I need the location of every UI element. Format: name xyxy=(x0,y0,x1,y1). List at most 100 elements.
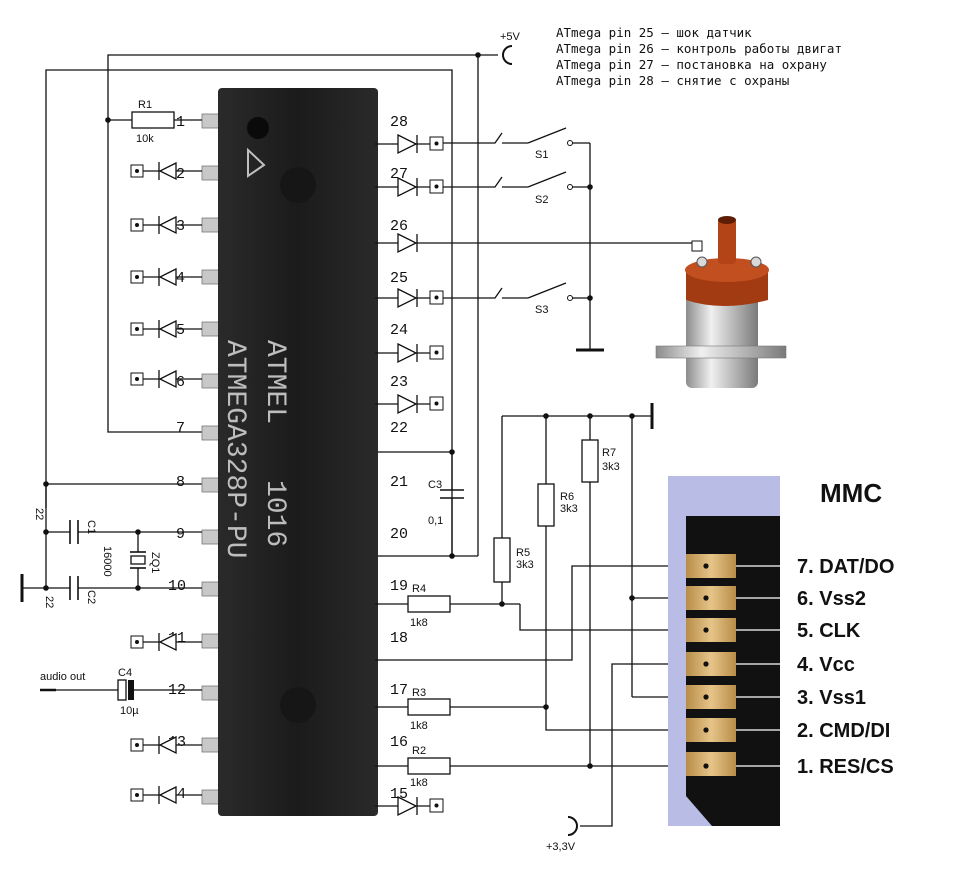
chip-date-code: 1016 xyxy=(259,480,290,547)
diode-pin3 xyxy=(130,215,202,235)
vcc33-label: +3,3V xyxy=(546,841,576,853)
mmc-pin-3: 3. Vss1 xyxy=(797,687,866,709)
pin-number: 1 xyxy=(176,114,185,131)
pin-number: 16 xyxy=(390,734,408,751)
right-pin-numbers: 28 27 26 25 24 23 22 21 20 19 18 17 16 1… xyxy=(390,114,408,803)
oscillator-circuit: C1 22 C2 22 16000 ZQ1 xyxy=(20,484,202,608)
ignition-coil xyxy=(655,216,787,388)
r7-value: 3k3 xyxy=(602,461,620,473)
s3-label: S3 xyxy=(535,304,548,316)
pin-number: 8 xyxy=(176,474,185,491)
c2-value: 22 xyxy=(43,596,55,608)
r2-value: 1k8 xyxy=(410,777,428,789)
mmc-pin-2: 2. CMD/DI xyxy=(797,720,890,742)
c4-label: C4 xyxy=(118,667,132,679)
note-pin25: ATmega pin 25 – шок датчик xyxy=(556,25,752,40)
pin-number: 15 xyxy=(390,786,408,803)
pin-number: 5 xyxy=(176,322,185,339)
mmc-wiring: R5 3k3 R6 3k3 R7 3k3 R4 1k8 R3 1k8 xyxy=(375,403,706,853)
c3-value: 0,1 xyxy=(428,515,443,527)
diode-pin15 xyxy=(375,795,444,817)
notes: ATmega pin 25 – шок датчик ATmega pin 26… xyxy=(556,25,842,88)
mmc-pin-4: 4. Vcc xyxy=(797,654,855,676)
switch-s3: S3 xyxy=(443,282,590,316)
mmc-card: MMC 7. DAT/DO 6. Vss2 5. CLK 4. Vcc 3. V… xyxy=(668,476,894,826)
zq1-label: ZQ1 xyxy=(149,552,161,573)
left-pin-numbers: 1 2 3 4 5 6 7 8 9 10 11 12 13 14 xyxy=(168,114,186,803)
r6-value: 3k3 xyxy=(560,503,578,515)
mmc-title: MMC xyxy=(820,478,882,508)
diode-pin25 xyxy=(375,287,444,309)
r3-label: R3 xyxy=(412,687,426,699)
capacitor-c3: C3 0,1 xyxy=(428,452,464,556)
pin-number: 25 xyxy=(390,270,408,287)
pin-number: 21 xyxy=(390,474,408,491)
s1-label: S1 xyxy=(535,149,548,161)
pin-number: 4 xyxy=(176,270,185,287)
pin-number: 3 xyxy=(176,218,185,235)
left-diodes xyxy=(130,161,202,805)
diode-pin2 xyxy=(130,161,202,181)
c3-label: C3 xyxy=(428,479,442,491)
diode-pin27 xyxy=(375,176,444,198)
r1-label: R1 xyxy=(138,99,152,111)
pin-number: 7 xyxy=(176,420,185,437)
s2-label: S2 xyxy=(535,194,548,206)
pin-number: 18 xyxy=(390,630,408,647)
pin-number: 2 xyxy=(176,166,185,183)
mmc-pin-5: 5. CLK xyxy=(797,620,861,642)
diode-pin11 xyxy=(130,632,202,652)
note-pin28: ATmega pin 28 – снятие с охраны xyxy=(556,73,789,88)
pin-number: 20 xyxy=(390,526,408,543)
chip-brand: ATMEL xyxy=(259,340,290,424)
note-pin27: ATmega pin 27 – постановка на охрану xyxy=(556,57,827,72)
diode-pin4 xyxy=(130,267,202,287)
pin-number: 9 xyxy=(176,526,185,543)
pin-number: 22 xyxy=(390,420,408,437)
diode-pin28 xyxy=(375,133,444,155)
switches: S1 S2 S3 xyxy=(443,127,604,352)
pin-number: 10 xyxy=(168,578,186,595)
r6-label: R6 xyxy=(560,491,574,503)
diode-pin5 xyxy=(130,319,202,339)
diode-pin23 xyxy=(375,393,444,415)
right-diodes xyxy=(375,133,698,817)
mmc-pin-6: 6. Vss2 xyxy=(797,588,866,610)
c4-value: 10µ xyxy=(120,705,139,717)
zq1-value: 16000 xyxy=(101,546,113,577)
power-rails: +5V xyxy=(43,31,521,559)
pin-number: 17 xyxy=(390,682,408,699)
r3-value: 1k8 xyxy=(410,720,428,732)
audio-output: audio out C4 10µ xyxy=(40,667,202,717)
c2-label: C2 xyxy=(85,590,97,604)
pin-number: 23 xyxy=(390,374,408,391)
r1-value: 10k xyxy=(136,133,154,145)
mmc-pin-7: 7. DAT/DO xyxy=(797,556,894,578)
diode-pin24 xyxy=(375,342,444,364)
chip-model: ATMEGA328P-PU xyxy=(219,340,250,558)
atmega-chip: ATMEL 1016 ATMEGA328P-PU xyxy=(218,88,378,816)
pin-number: 28 xyxy=(390,114,408,131)
note-pin26: ATmega pin 26 – контроль работы двигат xyxy=(556,41,842,56)
diode-pin6 xyxy=(130,369,202,389)
c1-label: C1 xyxy=(85,520,97,534)
audio-out-label: audio out xyxy=(40,671,85,683)
switch-s1: S1 xyxy=(443,127,590,161)
pin-number: 27 xyxy=(390,166,408,183)
pin-number: 26 xyxy=(390,218,408,235)
c1-value: 22 xyxy=(33,508,45,520)
mmc-pin-1: 1. RES/CS xyxy=(797,756,894,778)
vcc5-label: +5V xyxy=(500,31,521,43)
diode-pin13 xyxy=(130,735,202,755)
r4-value: 1k8 xyxy=(410,617,428,629)
r4-label: R4 xyxy=(412,583,426,595)
diode-pin14 xyxy=(130,785,202,805)
diode-pin26 xyxy=(375,232,698,254)
r5-value: 3k3 xyxy=(516,559,534,571)
resistor-r1: R1 10k xyxy=(108,99,202,145)
mmc-contacts xyxy=(686,554,736,776)
pin-number: 24 xyxy=(390,322,408,339)
r7-label: R7 xyxy=(602,447,616,459)
r5-label: R5 xyxy=(516,547,530,559)
